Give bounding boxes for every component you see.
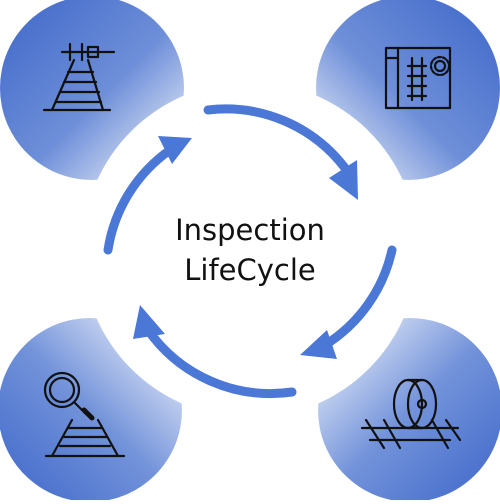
arrowhead-bottom xyxy=(133,305,165,339)
rail-blueprint-gear-icon xyxy=(384,46,452,110)
cycle-arrows xyxy=(103,104,397,399)
center-title: Inspection LifeCycle xyxy=(100,210,400,290)
cycle-arrow-bottom xyxy=(143,325,297,399)
title-line-1: Inspection xyxy=(175,213,325,247)
arrowhead-right xyxy=(300,330,337,359)
rail-track-caliper-icon xyxy=(42,42,116,112)
cycle-arrowheads xyxy=(133,136,358,359)
magnifier-over-track-icon xyxy=(43,371,126,458)
cycle-arrow-top xyxy=(203,104,350,173)
cycle-arrow-right xyxy=(320,245,397,350)
title-line-2: LifeCycle xyxy=(184,253,316,287)
rail-wheel-on-track-icon xyxy=(360,378,462,450)
cycle-arrow-left xyxy=(103,145,175,255)
arrowhead-left xyxy=(158,136,192,164)
arrowhead-top xyxy=(329,160,358,200)
